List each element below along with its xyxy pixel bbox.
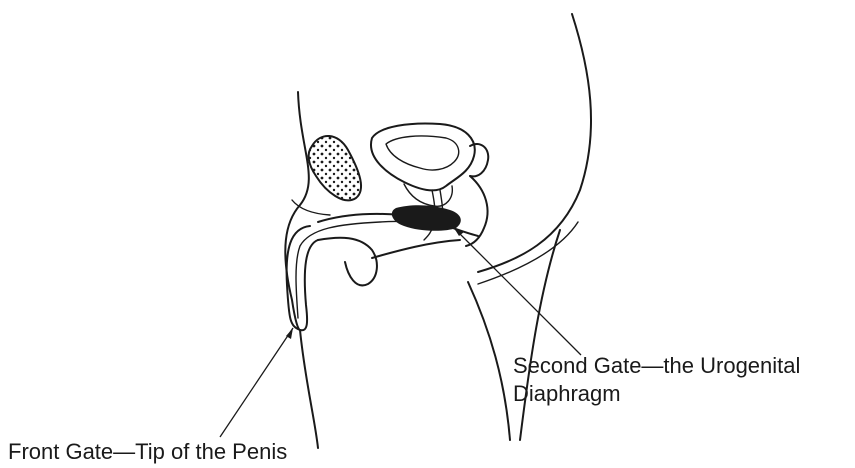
- bladder-inner: [386, 136, 459, 170]
- buttock-inner-line: [478, 222, 578, 284]
- urethra-channel: [296, 221, 445, 318]
- front-gate-leader: [220, 328, 293, 437]
- thigh-front-line: [468, 282, 510, 440]
- urogenital-diaphragm: [392, 205, 461, 231]
- pubic-bone: [309, 136, 362, 200]
- rear-leg-outline: [520, 230, 560, 440]
- front-gate-label: Front Gate—Tip of the Penis: [8, 438, 287, 466]
- bladder: [371, 124, 475, 191]
- second-gate-label: Second Gate—the Urogenital Diaphragm: [513, 352, 800, 408]
- scrotum-outline: [318, 238, 377, 286]
- perineum-line: [372, 240, 460, 258]
- second-gate-label-line1: Second Gate—the Urogenital: [513, 352, 800, 380]
- front-leg-outline: [300, 330, 318, 448]
- second-gate-label-line2: Diaphragm: [513, 380, 800, 408]
- back-outline: [478, 14, 591, 272]
